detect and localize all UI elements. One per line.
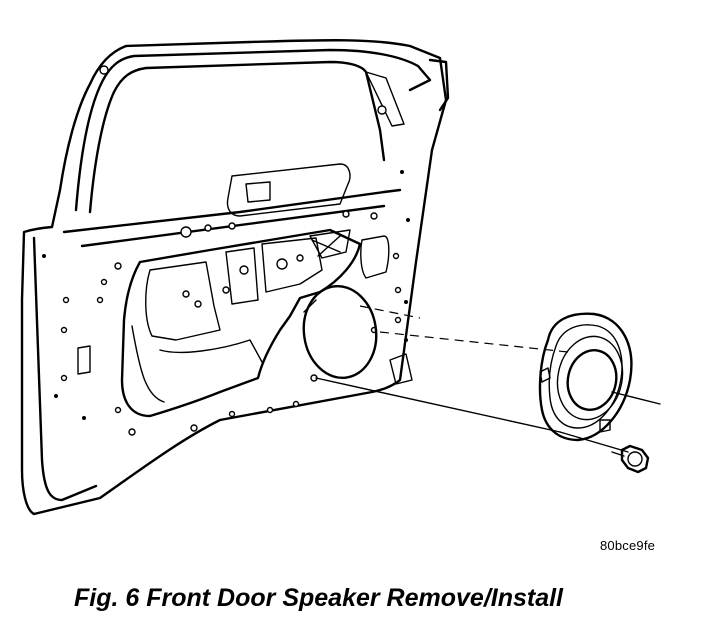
alignment-lines (315, 305, 661, 453)
figure-caption: Fig. 6 Front Door Speaker Remove/Install (74, 584, 564, 612)
speaker-screw (611, 444, 650, 474)
speaker (538, 312, 633, 442)
speaker-opening (302, 284, 378, 382)
door-inner-panel (20, 39, 450, 516)
figure-reference-code: 80bce9fe (600, 538, 656, 553)
